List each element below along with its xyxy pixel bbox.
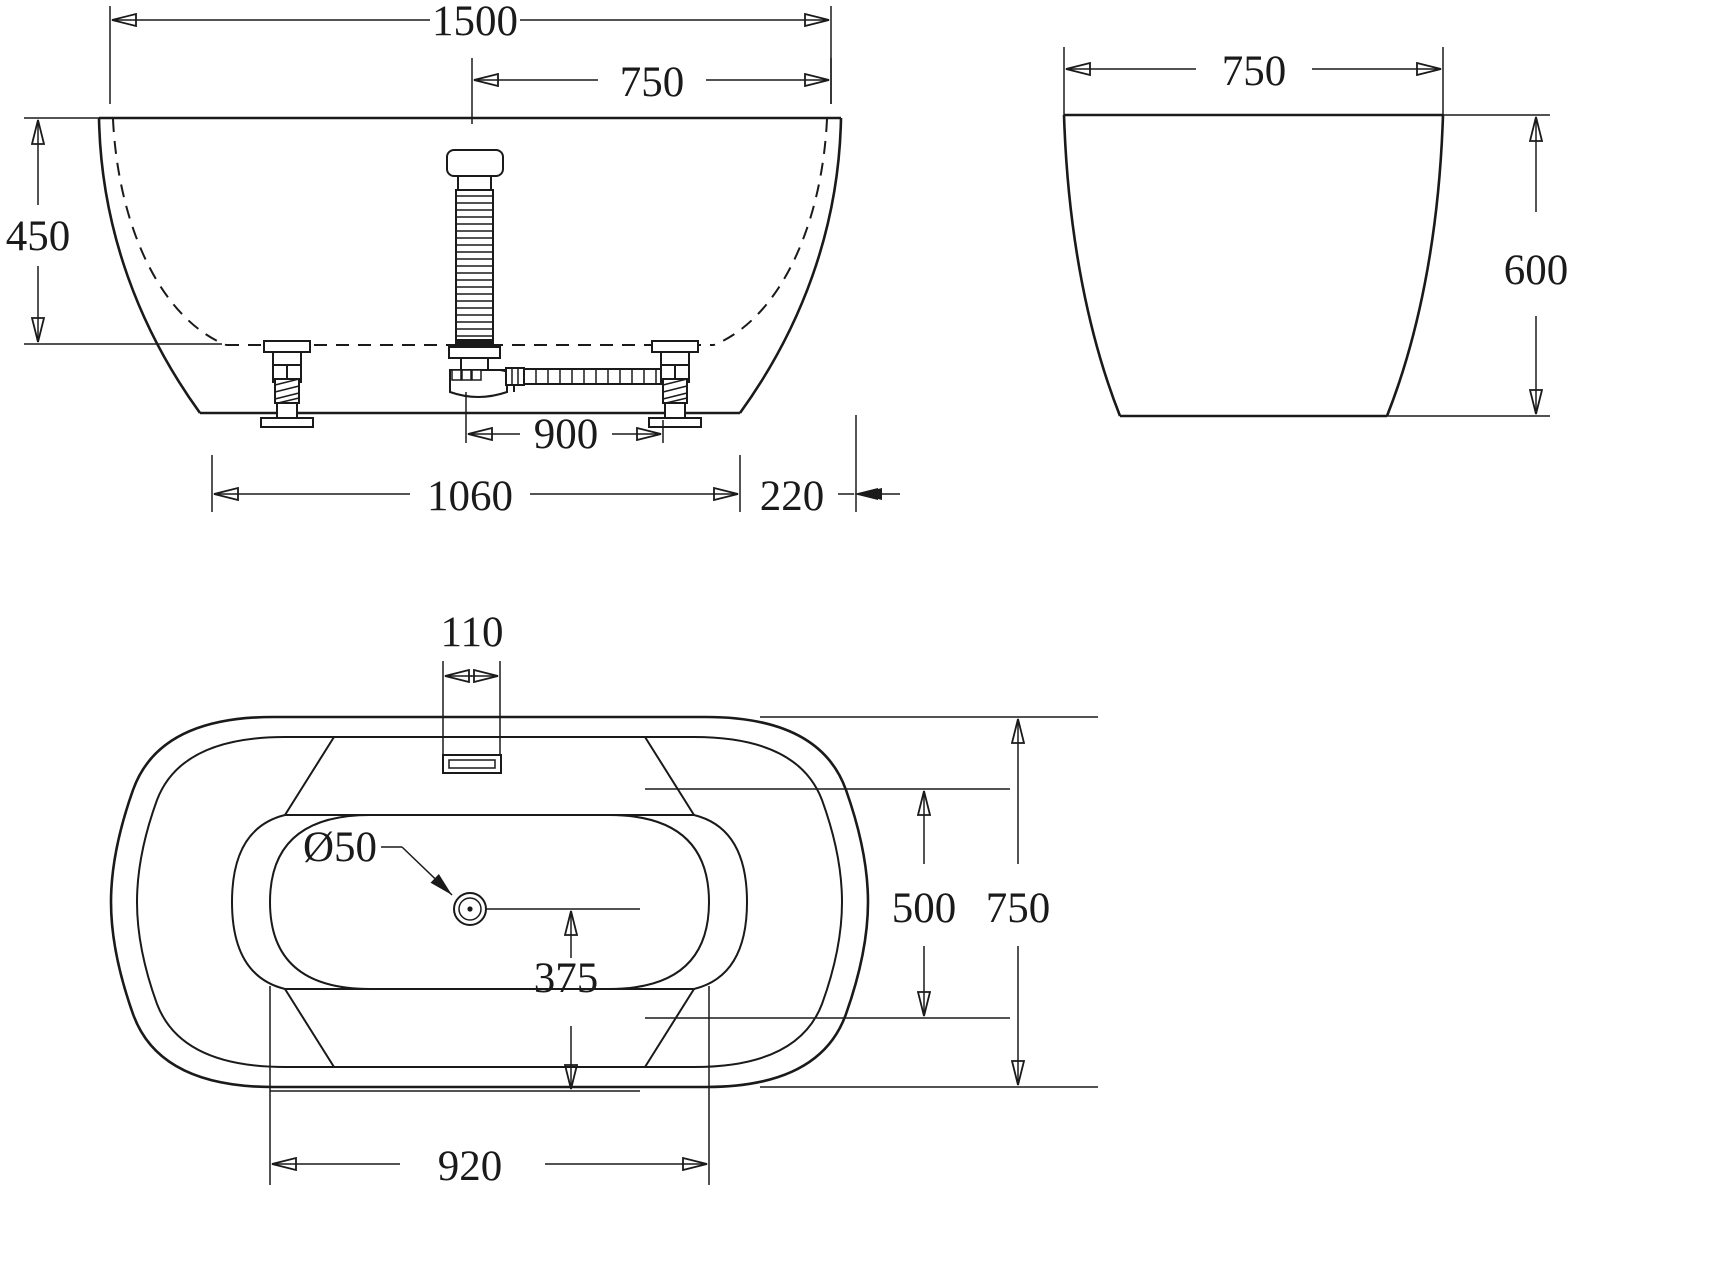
horizontal-waste-pipe [505,367,673,386]
leg-lower-tube [664,402,686,419]
dimension-leg-span-1060: 1060 [211,455,741,520]
corrugated-hose-ribs [456,195,493,337]
dimension-label-920: 920 [438,1143,503,1190]
dimension-half-length-750: 750 [471,58,832,124]
leg-foot-pad [260,417,314,428]
leg-top-plate [263,340,311,353]
dimension-label-450: 450 [6,213,71,260]
side-right-wall [1385,114,1445,417]
dimension-waste-to-leg-900: 900 [465,392,664,458]
plan-view: 110 [109,609,1098,1190]
dimension-label-220: 220 [760,473,825,520]
drain-outlet [453,892,487,926]
dimension-overflow-slot-110: 110 [441,609,504,762]
overflow-slot [442,754,502,774]
dimension-label-1060: 1060 [427,473,513,520]
drain-centre-dot [467,906,473,912]
basin-bowl-outline [268,814,711,990]
dimension-rim-height-450: 450 [6,117,222,345]
overflow-neck [457,175,492,191]
inner-oval-edge [135,736,844,1068]
corrugated-pipe-ribs [535,369,657,384]
dimension-basin-length-920: 920 [269,986,710,1190]
dimension-end-overhang-220: 220 [760,415,900,520]
dimension-basin-width-500: 500 [645,788,1010,1019]
waste-gasket [455,340,494,347]
dimension-drain-to-front-375: 375 [270,908,640,1092]
dimension-label-750: 750 [1222,48,1287,95]
side-elevation-view: 750 600 [1062,47,1569,418]
overflow-slot-inner [448,759,496,769]
leg-thread-hatch [662,378,688,404]
dimension-label-375: 375 [534,955,599,1002]
trap-ribs [451,369,482,381]
leg-collar-right [674,364,690,380]
front-elevation-view: 1500 750 450 [6,0,900,520]
dimension-label-750: 750 [986,885,1051,932]
dimension-side-height-600: 600 [1387,114,1569,417]
waste-body [460,357,489,371]
corrugated-hose-body [455,189,494,341]
adjustable-leg-left [260,340,314,428]
tub-plan-outer-rim [109,715,870,1089]
dimension-label-diameter-50: Ø50 [303,824,377,871]
corrugated-pipe-body [523,368,673,385]
dimension-label-600: 600 [1504,247,1569,294]
waste-overflow-assembly [446,149,515,398]
side-left-wall [1062,114,1122,417]
shelf-left-facet [230,814,286,990]
tub-plan-basin-bowl [268,814,711,990]
dimension-plan-overall-width-750: 750 [760,716,1098,1088]
shelf-right-facet [693,814,749,990]
pipe-connector [505,367,525,386]
dimension-side-width-750: 750 [1063,47,1444,115]
tub-right-outer-wall [738,117,843,414]
tub-side-outline [1062,113,1445,418]
dimension-overall-length-1500: 1500 [109,0,832,104]
leg-thread-hatch [274,378,300,404]
outer-oval-edge [109,715,870,1089]
waste-flange [448,346,501,359]
tub-left-outer-wall [97,117,202,414]
dimension-label-1500: 1500 [432,0,518,45]
dimension-label-110: 110 [441,609,504,656]
leader-drain-diameter: Ø50 [303,824,453,896]
leg-collar-right [286,364,302,380]
leader-arrow [401,846,453,896]
leg-lower-tube [276,402,298,419]
leg-collar-left [660,364,676,380]
dimension-label-500: 500 [892,885,957,932]
adjustable-leg-right [648,340,702,428]
leg-top-plate [651,340,699,353]
leg-collar-left [272,364,288,380]
overflow-cap [446,149,504,177]
dimension-label-900: 900 [534,411,599,458]
dimension-label-750: 750 [620,59,685,106]
leg-foot-pad [648,417,702,428]
